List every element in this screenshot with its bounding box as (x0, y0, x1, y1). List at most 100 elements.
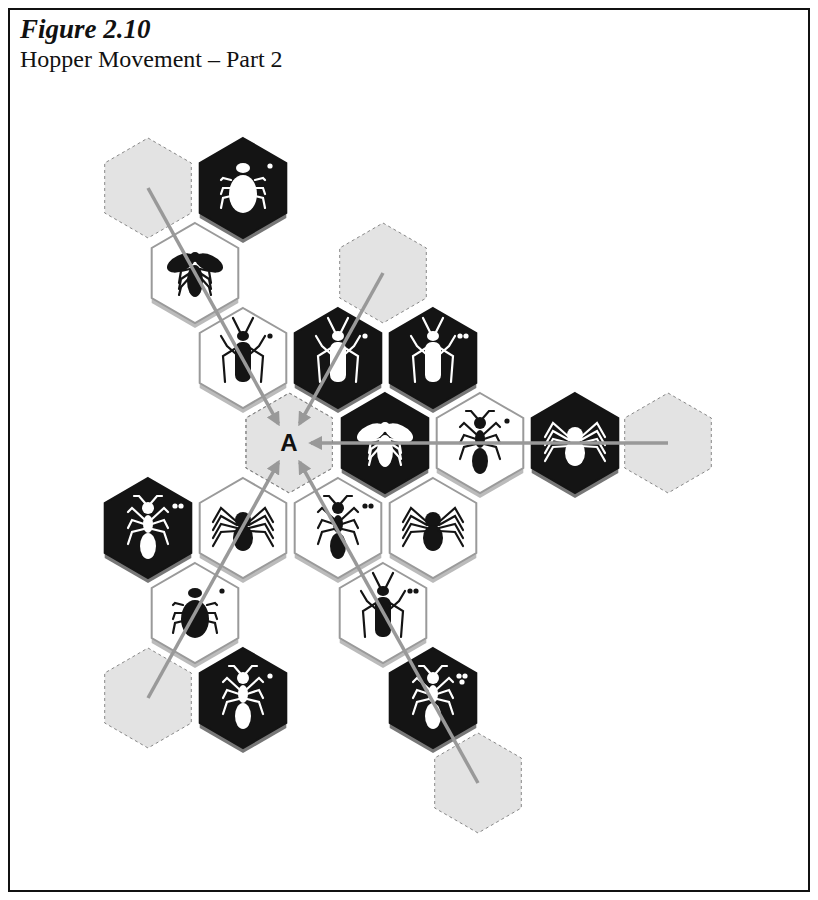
insect-leg (581, 423, 605, 437)
insect-leg (413, 699, 429, 714)
stack-dot (368, 503, 373, 508)
stack-dot (462, 673, 467, 678)
stack-dot (267, 673, 272, 678)
insect-leg (484, 444, 500, 459)
hopper-head (427, 331, 439, 341)
insect-leg (403, 531, 427, 546)
insect-leg (411, 336, 426, 354)
stack-dot (362, 333, 367, 338)
insect-leg (221, 196, 231, 208)
bee-head (380, 422, 390, 432)
move-arrow (300, 462, 478, 783)
insect-leg (134, 496, 145, 503)
hex-tile (295, 308, 382, 413)
insect-leg (207, 621, 217, 633)
insect-leg (152, 529, 168, 544)
insect-leg (328, 318, 335, 332)
ant-abdomen (140, 533, 156, 559)
hex-tile (390, 308, 477, 413)
insect-leg (128, 520, 144, 528)
black-tile (105, 478, 192, 578)
insect-leg (419, 666, 430, 673)
insect-leg (221, 178, 231, 180)
insect-leg (223, 678, 239, 689)
insect-leg (255, 178, 265, 180)
hex-border (246, 393, 333, 493)
stack-dot (459, 679, 464, 684)
insect-leg (255, 188, 265, 194)
ant-head (427, 672, 439, 684)
black-tile (200, 138, 287, 238)
insect-leg (545, 423, 569, 437)
stack-dot (413, 588, 418, 593)
insect-leg (341, 318, 348, 332)
spider-body (423, 525, 443, 551)
ant-abdomen (330, 533, 346, 559)
black-tile (390, 648, 477, 748)
insect-leg (223, 699, 239, 714)
insect-leg (128, 508, 144, 519)
insect-leg (250, 336, 265, 354)
ant-head (237, 672, 249, 684)
insect-leg (207, 613, 217, 619)
white-tile (390, 478, 477, 578)
hex-tile (437, 393, 524, 498)
beetle-head (236, 163, 250, 173)
insect-leg (316, 336, 331, 354)
insect-leg (390, 447, 401, 465)
hopper-head (332, 331, 344, 341)
stack-dot (178, 503, 183, 508)
insect-leg (246, 318, 253, 332)
insect-leg (342, 520, 358, 528)
hex-tile (105, 478, 192, 583)
ant-head (332, 502, 344, 514)
stack-dot (219, 588, 224, 593)
insect-leg (484, 423, 500, 434)
insect-leg (152, 508, 168, 519)
insect-leg (581, 446, 605, 461)
insect-leg (229, 666, 240, 673)
space-letter: A (246, 393, 333, 493)
insect-leg (439, 508, 463, 522)
beetle-shell (229, 175, 257, 213)
insect-leg (460, 423, 476, 434)
insect-leg (403, 508, 427, 522)
insect-leg (318, 529, 334, 544)
hex-tile (390, 478, 477, 583)
hex-tile (342, 393, 429, 498)
insect-leg (249, 531, 273, 546)
insect-leg (221, 188, 231, 194)
insect-leg (324, 496, 335, 503)
insect-leg (128, 529, 144, 544)
stack-dot (463, 333, 468, 338)
hex-tile (200, 648, 287, 753)
insect-leg (466, 411, 477, 418)
stack-dot (407, 588, 412, 593)
insect-leg (179, 277, 190, 295)
insect-leg (173, 613, 183, 619)
stack-dot (457, 333, 462, 338)
move-arrow (148, 188, 278, 424)
black-tile (295, 308, 382, 408)
insect-leg (439, 531, 463, 546)
insect-leg (373, 573, 380, 587)
space-label: A (280, 429, 297, 457)
stack-dot (456, 673, 461, 678)
stack-dot (267, 163, 272, 168)
ant-abdomen (425, 703, 441, 729)
insect-leg (436, 666, 447, 673)
figure-title: Figure 2.10 (20, 14, 151, 45)
insect-leg (342, 508, 358, 519)
insect-leg (390, 591, 405, 609)
insect-leg (207, 603, 217, 605)
target-space: A (246, 393, 333, 493)
insect-leg (151, 496, 162, 503)
insect-leg (483, 411, 494, 418)
stack-dot (362, 503, 367, 508)
stack-dot (504, 418, 509, 423)
insect-leg (173, 603, 183, 605)
insect-leg (233, 318, 240, 332)
insect-leg (437, 690, 453, 698)
figure-subtitle: Hopper Movement – Part 2 (20, 46, 283, 73)
ant-abdomen (235, 703, 251, 729)
